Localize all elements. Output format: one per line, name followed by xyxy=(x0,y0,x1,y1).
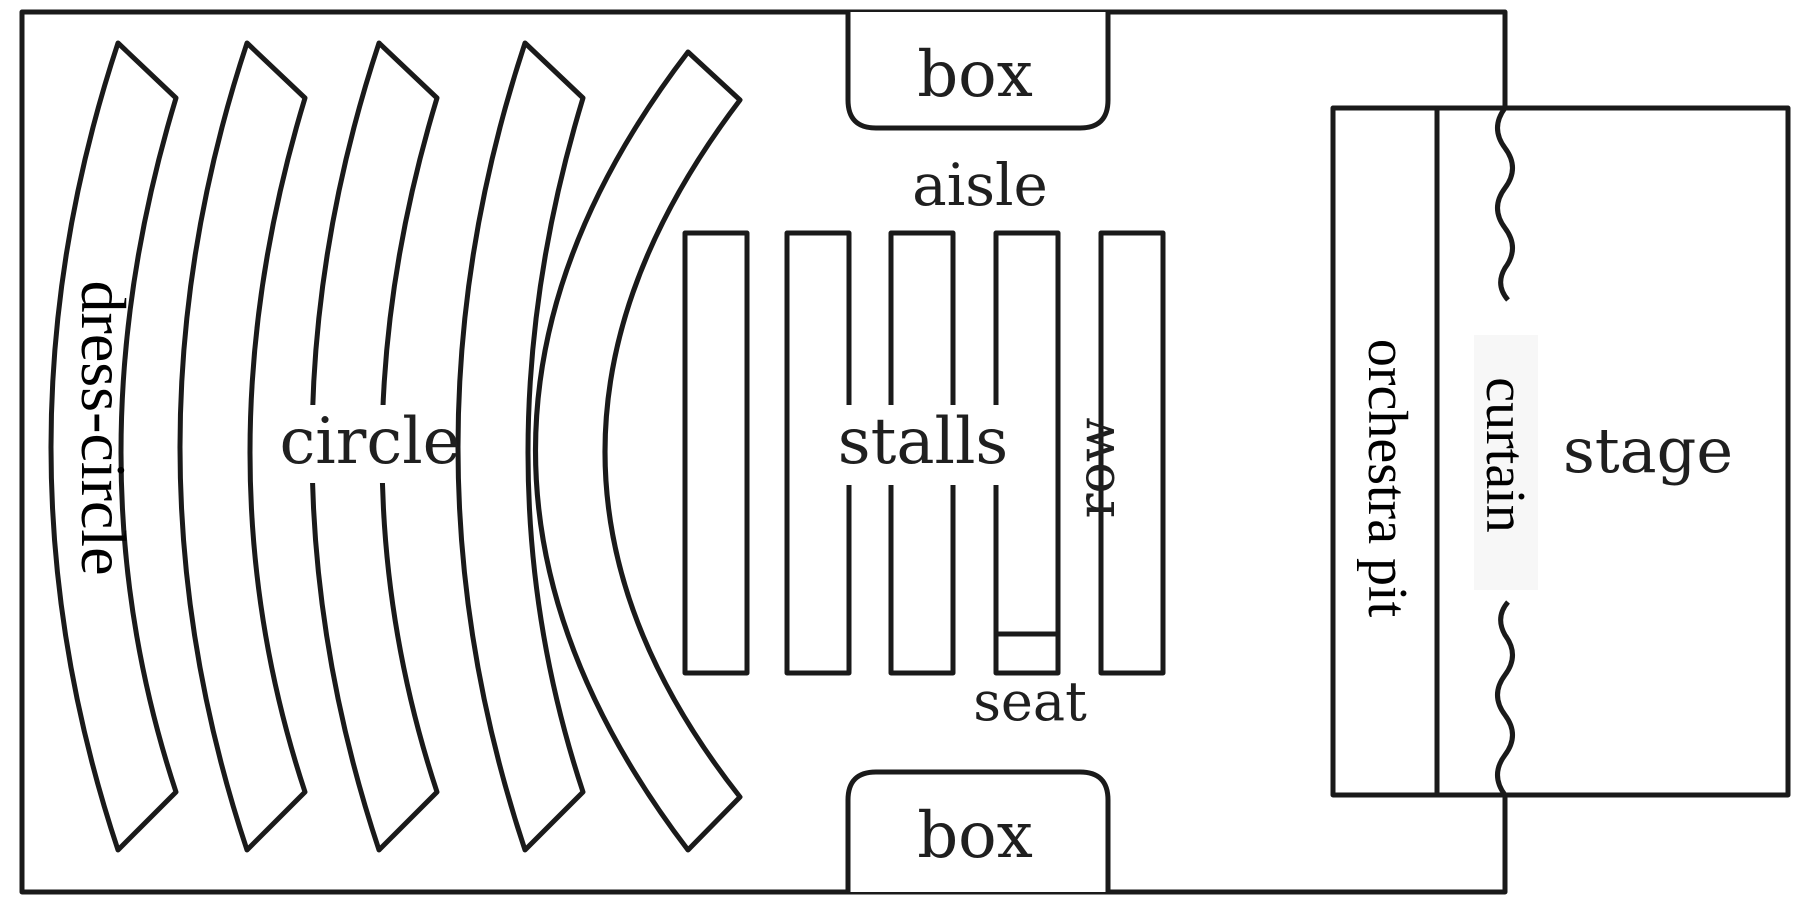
label-row: row xyxy=(1067,418,1127,519)
label-seat: seat xyxy=(973,670,1087,733)
circle-row xyxy=(455,40,586,853)
label-box-bottom: box xyxy=(917,799,1033,873)
stalls-label-backing xyxy=(835,405,1015,485)
label-circle: circle xyxy=(279,405,460,479)
circle-row xyxy=(48,40,179,853)
label-dress-circle: dress-circle xyxy=(68,281,139,576)
circle-row xyxy=(533,49,743,853)
label-box-top: box xyxy=(917,38,1033,112)
label-aisle: aisle xyxy=(912,151,1048,219)
box-bottom xyxy=(845,769,1111,892)
label-stalls: stalls xyxy=(838,405,1009,479)
curtain-upper xyxy=(1495,12,1515,302)
curtain-label-backing xyxy=(1474,335,1538,590)
label-curtain: curtain xyxy=(1474,377,1536,532)
circle-label-backing xyxy=(278,405,453,483)
stalls-row xyxy=(1098,230,1166,676)
curtain-lower xyxy=(1495,600,1515,892)
box-top xyxy=(845,12,1111,131)
circle-row xyxy=(177,40,308,853)
label-stage: stage xyxy=(1563,414,1733,487)
stalls-row xyxy=(682,230,750,676)
label-orchestra-pit: orchestra pit xyxy=(1356,339,1418,618)
